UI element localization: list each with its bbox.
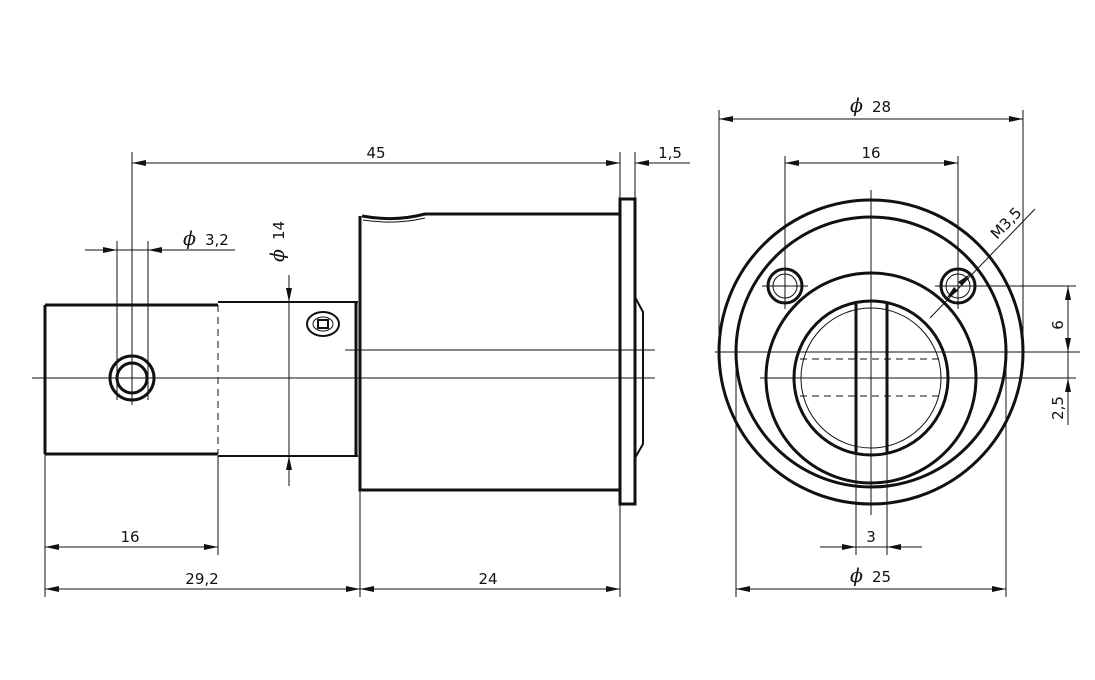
dim-shaft-dia-symbol: ϕ xyxy=(267,249,289,262)
dim-body-length: 24 xyxy=(478,570,497,588)
dim-offset-upper: 6 xyxy=(1049,320,1067,330)
dim-hole-spacing: 16 xyxy=(861,144,880,162)
flange xyxy=(618,197,637,506)
dim-thread: M3,5 xyxy=(987,204,1026,243)
dim-shaft-step: 16 xyxy=(120,528,139,546)
dim-line-thread xyxy=(929,208,1036,319)
main-body xyxy=(358,212,622,492)
dim-hole-dia-symbol: ϕ xyxy=(183,228,196,250)
side-view-dimensions: 45 1,5 ϕ 3,2 ϕ 14 16 29 xyxy=(44,144,690,597)
shaft-right-section xyxy=(218,301,358,457)
dim-outer-dia: 28 xyxy=(872,98,891,116)
dim-body-dia: 25 xyxy=(872,568,891,586)
dim-shaft-dia: 14 xyxy=(270,221,288,240)
dim-overall-length: 45 xyxy=(366,144,385,162)
set-screw xyxy=(306,311,340,337)
flange-edge xyxy=(634,296,644,459)
dim-slot-width: 3 xyxy=(866,528,876,546)
dim-offset-lower: 2,5 xyxy=(1049,396,1067,420)
dim-body-dia-symbol: ϕ xyxy=(850,565,863,587)
dim-outer-dia-symbol: ϕ xyxy=(850,95,863,117)
dim-shaft-length: 29,2 xyxy=(185,570,218,588)
dim-hole-dia: 3,2 xyxy=(205,231,229,249)
dim-flange-thickness: 1,5 xyxy=(658,144,682,162)
side-view xyxy=(32,197,655,506)
body-surface-line xyxy=(362,217,426,223)
front-view xyxy=(715,190,1080,515)
